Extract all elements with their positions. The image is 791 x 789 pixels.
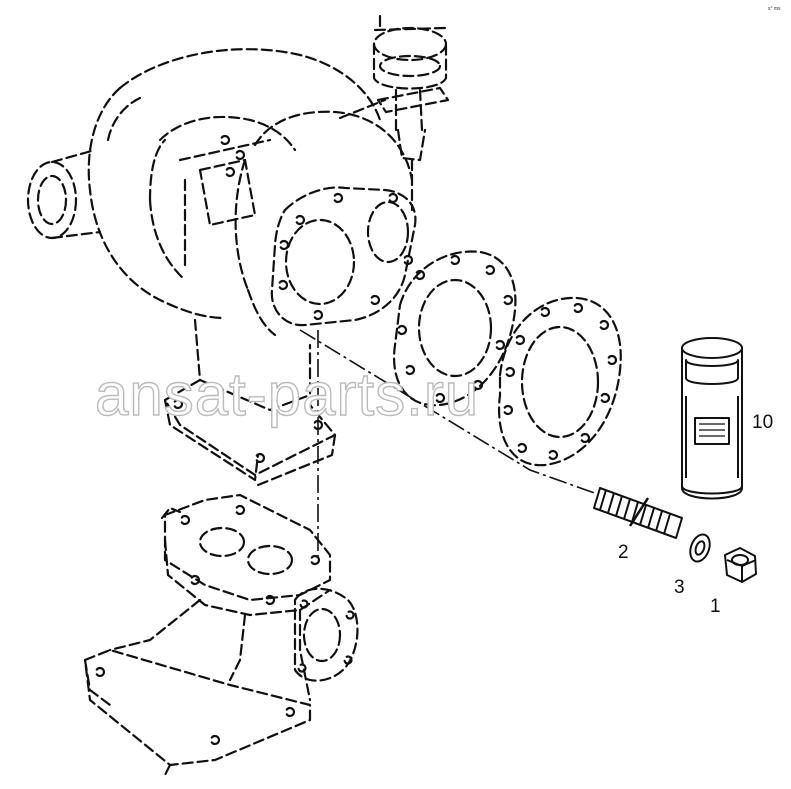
corner-mark: s° ms	[768, 6, 781, 12]
exhaust-elbow-outline	[83, 493, 359, 777]
callout-3: 3	[674, 577, 685, 598]
callout-2: 2	[618, 542, 629, 563]
washer-part	[689, 533, 711, 563]
turbocharger-outline	[26, 14, 450, 487]
flange-outline	[498, 296, 622, 467]
filter-part	[681, 337, 743, 500]
callout-10: 10	[752, 412, 773, 433]
callout-1: 1	[710, 596, 721, 617]
watermark-text: ansat-parts.ru	[95, 361, 479, 428]
nut-part	[724, 547, 757, 583]
stud-part	[593, 487, 683, 539]
gasket-outline	[393, 250, 517, 407]
assembly-centerline	[299, 329, 601, 496]
